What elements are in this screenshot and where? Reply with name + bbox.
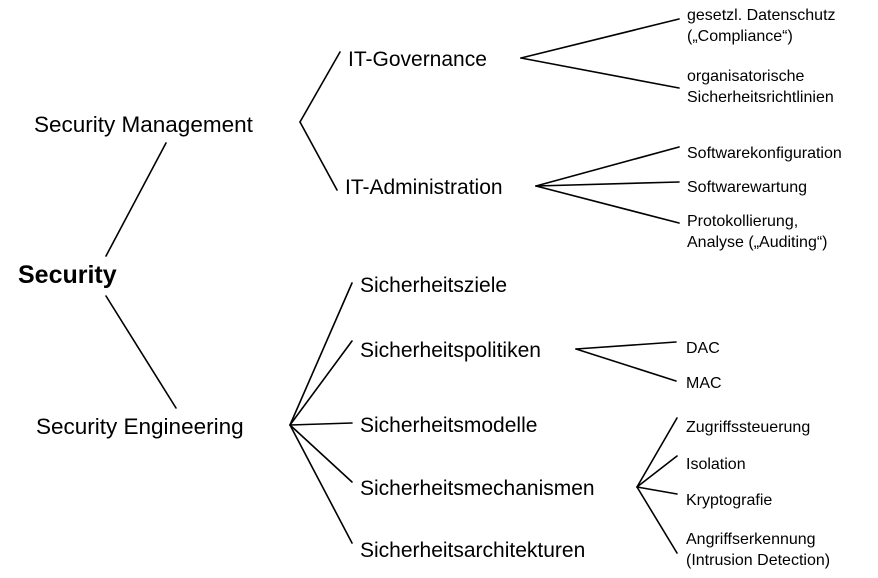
edge-mechanismen-to-angriffserkennung <box>636 486 678 554</box>
edge-itadmin-to-protokollierung <box>535 185 680 224</box>
edge-itgov-to-organisatorische <box>520 57 680 89</box>
leaf-kryptografie: Kryptografie <box>686 492 772 509</box>
edges-root <box>105 142 177 409</box>
edge-politiken-to-mac <box>575 348 677 382</box>
edges-sicherheitspolitiken <box>575 341 677 382</box>
node-security-management: Security Management <box>34 112 254 137</box>
node-sicherheitsarchitekturen: Sicherheitsarchitekturen <box>360 539 585 562</box>
leaf-isolation: Isolation <box>686 456 746 473</box>
edge-itadmin-to-softwarewartung <box>535 181 680 187</box>
node-sicherheitsziele: Sicherheitsziele <box>360 274 507 297</box>
node-it-administration: IT-Administration <box>345 176 503 199</box>
leaf-gesetzl-datenschutz-line2: („Compliance“) <box>687 28 793 45</box>
leaf-softwarewartung: Softwarewartung <box>687 179 807 196</box>
edge-itadmin-to-softwarekonfiguration <box>535 146 680 187</box>
leaf-protokollierung-line2: Analyse („Auditing“) <box>687 234 828 251</box>
node-sicherheitsmodelle: Sicherheitsmodelle <box>360 414 537 437</box>
node-sicherheitspolitiken: Sicherheitspolitiken <box>360 339 541 362</box>
leaf-angriffserkennung-line1: Angriffserkennung <box>686 531 816 548</box>
node-security-engineering: Security Engineering <box>36 414 244 439</box>
edge-se-to-sicherheitsarchitekturen <box>289 424 353 544</box>
edges-security-engineering <box>289 282 353 544</box>
edge-se-to-sicherheitsziele <box>289 282 353 426</box>
edge-sm-to-it-administration <box>299 121 338 191</box>
edge-itgov-to-gesetzl-datenschutz <box>520 18 680 59</box>
leaf-gesetzl-datenschutz-line1: gesetzl. Datenschutz <box>687 7 836 24</box>
leaf-zugriffssteuerung: Zugriffssteuerung <box>686 419 810 436</box>
edges-it-administration <box>535 146 680 224</box>
edge-se-to-sicherheitspolitiken <box>289 340 353 426</box>
edge-root-to-security-engineering <box>105 295 177 409</box>
node-sicherheitsmechanismen: Sicherheitsmechanismen <box>360 477 595 500</box>
leaf-organisatorische-line1: organisatorische <box>687 68 805 85</box>
edge-mechanismen-to-zugriffssteuerung <box>636 417 678 488</box>
edges-sicherheitsmechanismen <box>636 417 678 554</box>
leaf-dac: DAC <box>686 340 720 357</box>
leaf-protokollierung-line1: Protokollierung, <box>687 213 798 230</box>
node-security-root: Security <box>18 261 117 289</box>
leaf-softwarekonfiguration: Softwarekonfiguration <box>687 145 842 162</box>
edge-sm-to-it-governance <box>299 51 341 123</box>
edges-security-management <box>299 51 341 191</box>
node-it-governance: IT-Governance <box>348 48 487 71</box>
edges-it-governance <box>520 18 680 89</box>
leaf-organisatorische-line2: Sicherheitsrichtlinien <box>687 89 834 106</box>
edge-root-to-security-management <box>105 142 167 257</box>
leaf-angriffserkennung-line2: (Intrusion Detection) <box>686 552 830 569</box>
edge-se-to-sicherheitsmechanismen <box>289 424 353 483</box>
leaf-mac: MAC <box>686 375 722 392</box>
edge-mechanismen-to-kryptografie <box>636 486 678 495</box>
edge-politiken-to-dac <box>575 341 677 350</box>
edge-mechanismen-to-isolation <box>636 455 678 488</box>
edge-se-to-sicherheitsmodelle <box>289 422 353 426</box>
